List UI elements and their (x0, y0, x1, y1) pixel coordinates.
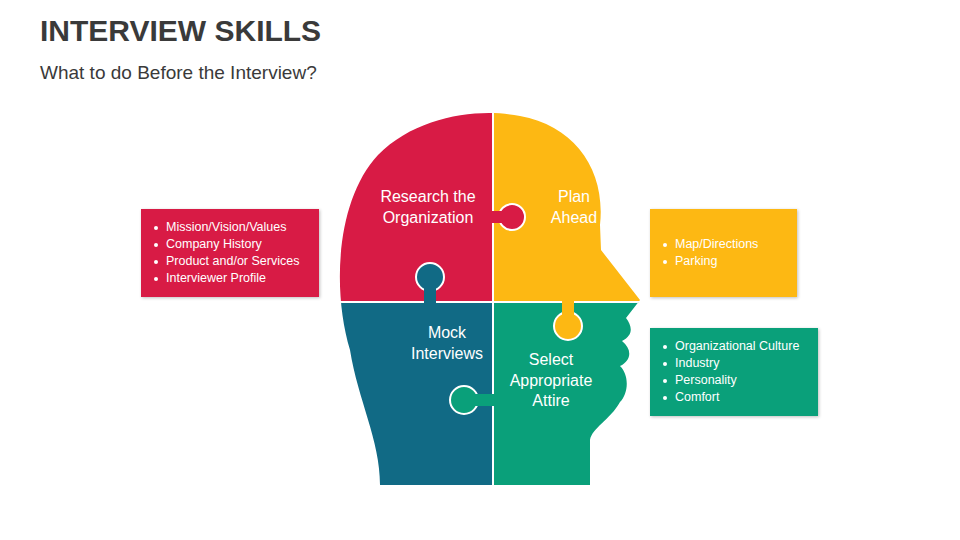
bullet-dot (663, 260, 667, 264)
puzzle-piece-label: Plan Ahead (534, 187, 614, 229)
bullet-item: Comfort (662, 389, 806, 406)
red-piece (300, 100, 493, 302)
bullet-box: Map/DirectionsParking (650, 209, 797, 297)
bullet-text: Product and/or Services (166, 254, 299, 268)
bullet-text: Interviewer Profile (166, 271, 266, 285)
bullet-text: Industry (675, 356, 719, 370)
page-title: INTERVIEW SKILLS (40, 14, 321, 48)
yellow-knob-neck (562, 298, 574, 318)
bullet-dot (154, 243, 158, 247)
bullet-item: Interviewer Profile (153, 270, 307, 287)
bullet-item: Product and/or Services (153, 253, 307, 270)
bullet-text: Personality (675, 373, 737, 387)
puzzle-head (300, 100, 693, 502)
bullet-dot (663, 362, 667, 366)
puzzle-piece-label: Select Appropriate Attire (499, 350, 603, 412)
bullet-dot (663, 396, 667, 400)
bullet-item: Parking (662, 253, 785, 270)
bullet-item: Company History (153, 236, 307, 253)
blue-knob-neck (424, 284, 436, 306)
subtitle: What to do Before the Interview? (40, 62, 317, 84)
bullet-text: Map/Directions (675, 237, 758, 251)
puzzle-piece-label: Research the Organization (364, 187, 492, 229)
bullet-item: Personality (662, 372, 806, 389)
bullet-text: Comfort (675, 390, 719, 404)
bullet-item: Organizational Culture (662, 338, 806, 355)
piece-title: Research the Organization (364, 187, 492, 229)
red-knob-neck (488, 211, 502, 223)
bullet-item: Map/Directions (662, 236, 785, 253)
bullet-dot (154, 226, 158, 230)
bullet-dot (663, 243, 667, 247)
green-knob-neck (472, 394, 497, 406)
bullet-item: Industry (662, 355, 806, 372)
piece-title: Select Appropriate Attire (499, 350, 603, 412)
puzzle-piece-label: Mock Interviews (397, 323, 497, 365)
bullet-text: Organizational Culture (675, 339, 799, 353)
piece-title: Mock Interviews (397, 323, 497, 365)
bullet-box: Mission/Vision/ValuesCompany HistoryProd… (141, 209, 319, 297)
bullet-dot (154, 260, 158, 264)
bullet-box: Organizational CultureIndustryPersonalit… (650, 328, 818, 416)
bullet-text: Company History (166, 237, 262, 251)
piece-title: Plan Ahead (534, 187, 614, 229)
red-knob (499, 204, 525, 230)
bullet-text: Mission/Vision/Values (166, 220, 286, 234)
bullet-text: Parking (675, 254, 717, 268)
bullet-dot (154, 277, 158, 281)
bullet-dot (663, 379, 667, 383)
bullet-dot (663, 345, 667, 349)
bullet-item: Mission/Vision/Values (153, 219, 307, 236)
